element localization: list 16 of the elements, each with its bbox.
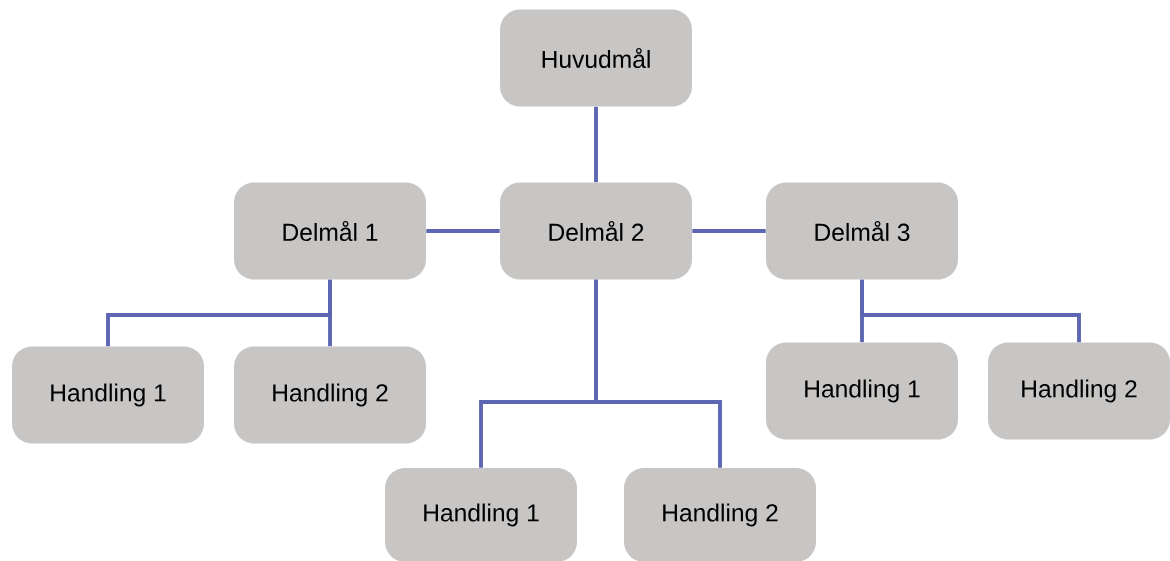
goal-box: Delmål 2 <box>500 182 692 280</box>
goal-box: Handling 1 <box>766 342 958 440</box>
goal-box: Huvudmål <box>500 9 692 107</box>
goal-box: Handling 1 <box>12 346 204 444</box>
connector-line <box>594 279 722 468</box>
goal-box: Delmål 1 <box>234 182 426 280</box>
goal-box: Handling 2 <box>234 346 426 444</box>
connector-line <box>692 229 766 233</box>
goal-box: Handling 1 <box>385 468 577 561</box>
connector-line <box>426 229 500 233</box>
connector-line <box>328 279 332 347</box>
connector-line <box>594 106 598 183</box>
goal-box: Delmål 3 <box>766 182 958 280</box>
goal-box: Handling 2 <box>624 468 816 561</box>
goal-box: Handling 2 <box>988 342 1170 440</box>
connector-line <box>860 279 1081 343</box>
